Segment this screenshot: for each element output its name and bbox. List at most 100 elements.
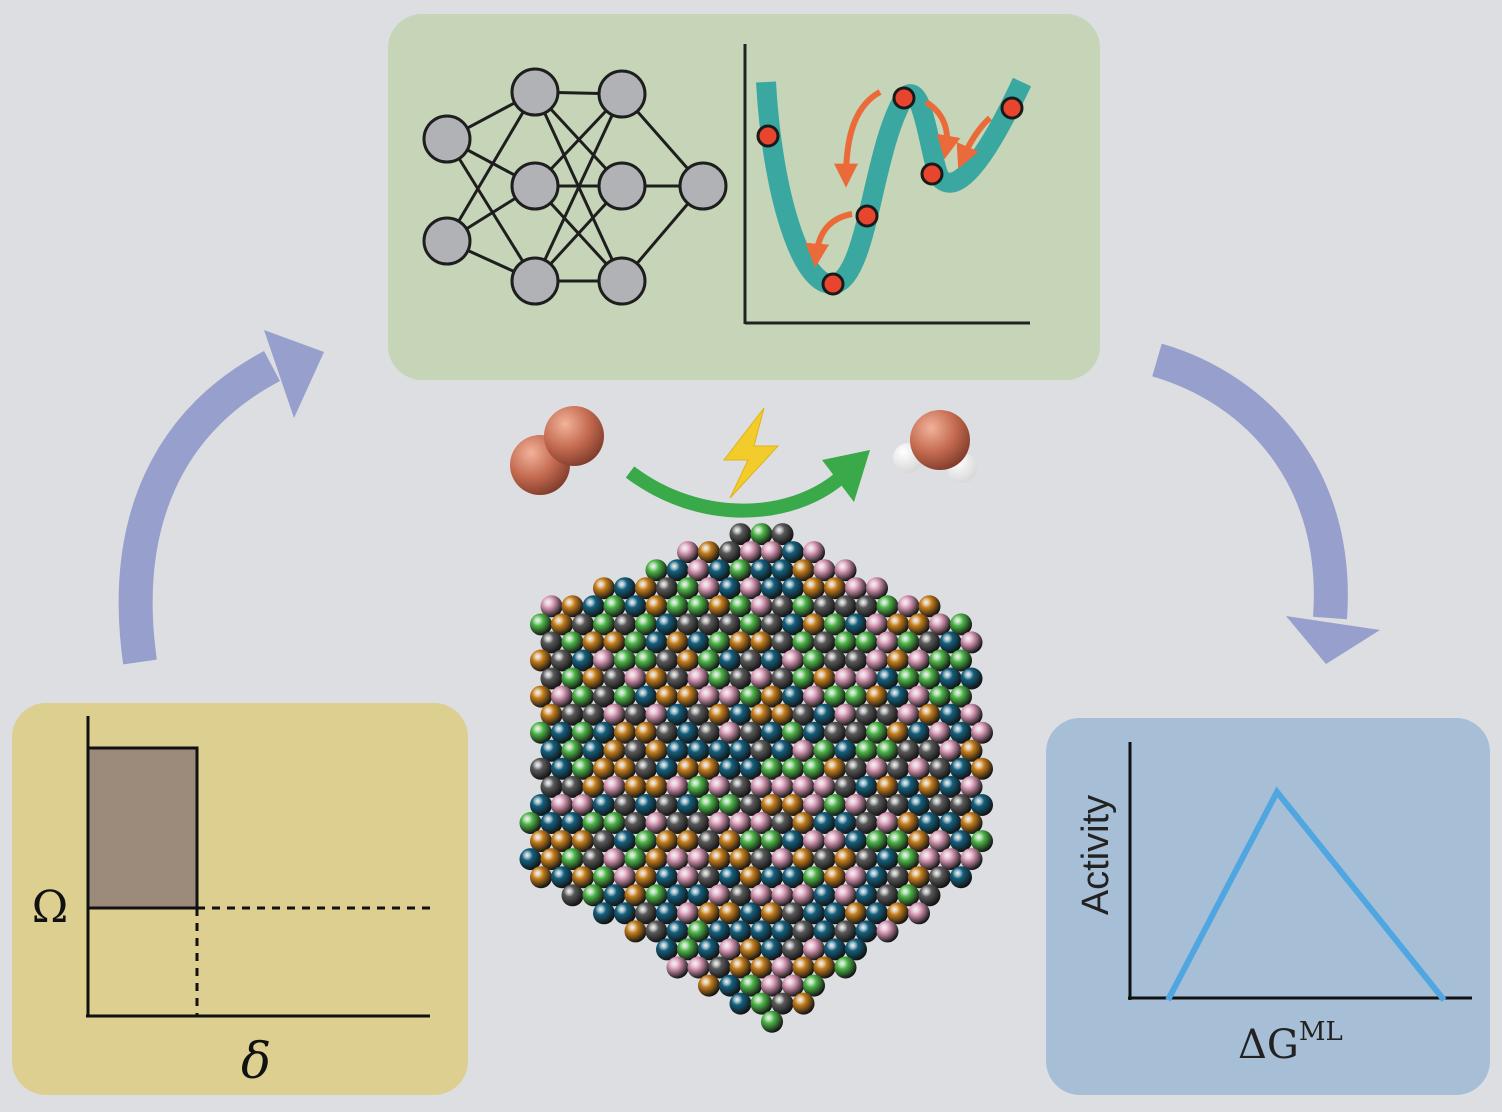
atom — [803, 794, 825, 816]
atom — [740, 830, 762, 853]
atom — [677, 757, 699, 780]
atom — [866, 721, 888, 744]
atom — [803, 649, 825, 672]
atom — [908, 757, 930, 780]
energy-state-points — [756, 86, 1024, 296]
atom — [645, 739, 668, 762]
activity-axis-label: Activity — [1075, 795, 1117, 915]
atom — [950, 757, 972, 780]
atom — [614, 902, 636, 925]
atom — [740, 541, 762, 564]
atom — [624, 703, 647, 726]
atom — [887, 649, 909, 672]
atom — [572, 721, 594, 744]
atom — [761, 902, 783, 925]
atom — [656, 830, 678, 853]
atom — [614, 794, 636, 816]
atom — [792, 812, 815, 834]
atom — [719, 613, 741, 636]
atom — [845, 613, 867, 636]
atom — [530, 757, 552, 780]
atom — [803, 541, 825, 564]
nn-node — [510, 67, 560, 117]
atom — [971, 721, 993, 744]
atom — [918, 703, 941, 726]
energy-landscape-icon — [743, 44, 1032, 325]
atom — [708, 884, 731, 907]
h2o-molecule-icon — [893, 410, 977, 483]
atom — [887, 830, 909, 853]
atom — [551, 613, 573, 636]
atom — [824, 794, 846, 816]
atom — [729, 956, 752, 979]
atom — [593, 721, 615, 744]
atom — [572, 866, 594, 889]
atom — [771, 775, 794, 798]
atom — [761, 794, 783, 816]
atom — [614, 721, 636, 744]
atom — [792, 667, 815, 690]
reaction-arrow — [625, 450, 870, 518]
atom — [771, 812, 794, 834]
atom — [887, 685, 909, 708]
atom — [918, 739, 941, 762]
atom — [803, 902, 825, 925]
atom — [971, 830, 993, 853]
atom — [719, 721, 741, 744]
atom — [593, 757, 615, 780]
atom — [561, 631, 584, 654]
atom — [771, 523, 794, 546]
atom — [677, 649, 699, 672]
atom — [740, 938, 762, 961]
atom — [614, 830, 636, 853]
atom — [603, 667, 626, 690]
atom — [719, 794, 741, 816]
atom — [645, 775, 668, 798]
atom — [740, 649, 762, 672]
atom — [687, 812, 710, 834]
atom — [708, 739, 731, 762]
atom — [761, 577, 783, 600]
atom — [792, 848, 815, 871]
atom — [803, 974, 825, 997]
atom — [876, 595, 899, 618]
atom — [803, 613, 825, 636]
cycle-arrow-right — [1152, 343, 1380, 664]
atom — [897, 884, 920, 907]
atom — [677, 685, 699, 708]
atom — [939, 775, 962, 798]
atom — [792, 739, 815, 762]
atom — [771, 631, 794, 654]
atom — [687, 920, 710, 943]
atom — [708, 956, 731, 979]
atom — [834, 703, 857, 726]
activity-volcano-plot: Activity ΔGML — [1075, 742, 1472, 1068]
atom — [918, 595, 941, 618]
atom — [792, 631, 815, 654]
atom — [572, 613, 594, 636]
atom — [729, 559, 752, 582]
atom — [603, 595, 626, 618]
atom — [519, 848, 542, 871]
atom — [908, 866, 930, 889]
atom — [761, 866, 783, 889]
atom — [645, 848, 668, 871]
atom — [761, 974, 783, 997]
atom — [603, 775, 626, 798]
atom — [729, 703, 752, 726]
neural-network-icon — [422, 67, 728, 306]
atom — [572, 685, 594, 708]
atom — [551, 866, 573, 889]
nn-edge — [445, 91, 537, 242]
atom — [582, 739, 605, 762]
atom — [771, 667, 794, 690]
atom — [593, 830, 615, 853]
atom — [866, 757, 888, 780]
atom — [792, 920, 815, 943]
atom — [908, 794, 930, 816]
atom — [729, 848, 752, 871]
atom — [803, 577, 825, 600]
atom — [582, 848, 605, 871]
atom — [740, 794, 762, 816]
atom — [782, 866, 804, 889]
